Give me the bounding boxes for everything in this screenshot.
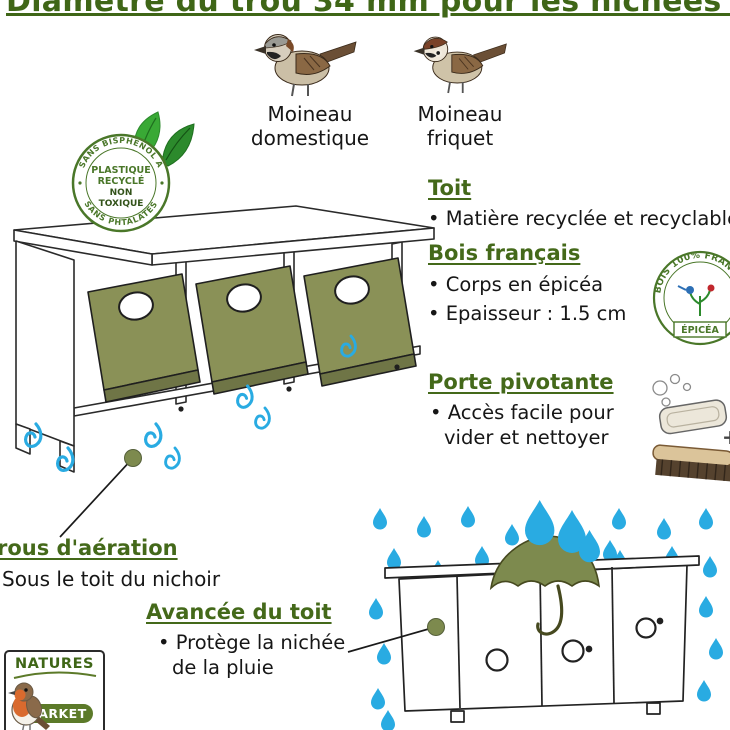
tree-sparrow-illustration (413, 36, 507, 94)
avancee-bullet: • Protège la nichée de la pluie (158, 631, 346, 680)
nestbox-front-view (384, 555, 700, 723)
brush-icon (652, 444, 730, 482)
entry-hole (334, 275, 370, 305)
robin-illustration (8, 671, 97, 730)
natures-market-logo: NATURES MARKET (4, 650, 105, 730)
house-sparrow-illustration (254, 34, 357, 97)
aeration-subtext: Sous le toit du nichoir (2, 567, 221, 591)
nestbox-illustration (13, 205, 435, 473)
entry-hole (226, 283, 262, 313)
wood-badge-banner: ÉPICÉA (681, 324, 719, 336)
page-title: Diamètre du trou 34 mm pour les nichées … (6, 0, 730, 19)
entry-hole (118, 291, 154, 321)
epicea-badge-illustration (677, 284, 715, 316)
logo-text-top: NATURES (15, 656, 94, 672)
soap-icon (658, 399, 728, 435)
bois-bullet-2: • Epaisseur : 1.5 cm (428, 302, 627, 325)
toit-heading: Toit (428, 176, 472, 200)
bois-heading: Bois français (428, 241, 581, 265)
recycled-plastic-badge: SANS BISPHENOL A SANS PHTALATES PLASTIQU… (71, 133, 171, 233)
badge-line4: TOXIQUE (99, 199, 144, 209)
porte-heading: Porte pivotante (428, 370, 614, 394)
bois-bullet-1: • Corps en épicéa (428, 273, 604, 296)
aeration-heading: Trous d'aération (0, 536, 178, 560)
pivoting-doors (87, 257, 417, 403)
plus-icon: + (722, 425, 730, 449)
porte-bullet: • Accès facile pour vider et nettoyer (430, 401, 614, 450)
toit-bullet: • Matière recyclée et recyclable (428, 207, 730, 230)
badge-line1: PLASTIQUE (91, 165, 151, 176)
bubbles-icon (652, 373, 692, 407)
french-wood-badge: BOIS 100% FRANÇAIS ÉPICÉA (652, 251, 730, 346)
tree-sparrow-label: Moineau friquet (417, 102, 503, 151)
avancee-heading: Avancée du toit (146, 600, 332, 624)
cleaning-icon: + (652, 373, 730, 482)
badge-line3: NON (110, 188, 133, 198)
badge-line2: RECYCLÉ (98, 175, 145, 187)
rain-protection-illustration (369, 500, 723, 730)
house-sparrow-label: Moineau domestique (250, 102, 370, 151)
door-latches (178, 364, 400, 412)
